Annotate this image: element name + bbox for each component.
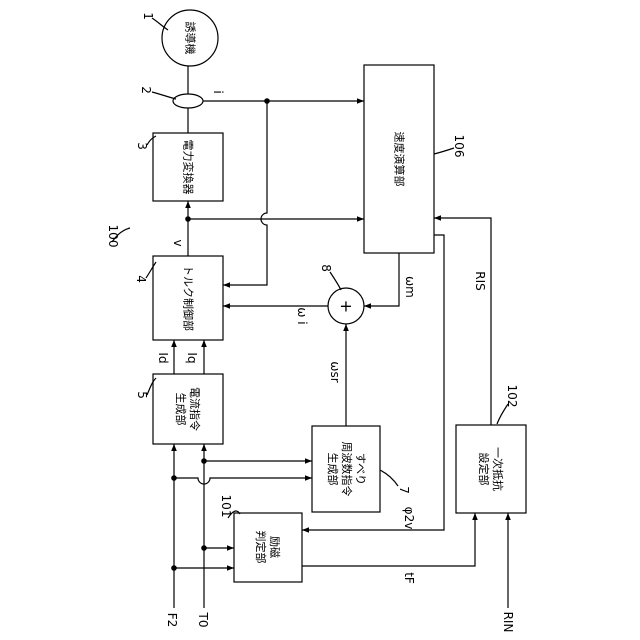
ref-sensor: 2 (139, 86, 153, 94)
slip-frequency-label-3: 生成部 (326, 453, 340, 486)
leader-sensor (152, 92, 176, 99)
signal-phi2v: φ2v (402, 507, 416, 530)
current-command-block (153, 374, 223, 444)
ref-excitation: 101 (219, 495, 233, 518)
ref-speed: 106 (452, 135, 466, 158)
ref-converter: 3 (135, 142, 149, 150)
line-tf (302, 513, 475, 566)
leader-slip (380, 470, 398, 486)
primary-resistance-block (456, 425, 526, 513)
input-t0: T0 (196, 612, 210, 628)
signal-omega-m: ωm (403, 276, 417, 298)
excitation-judge-label-2: 判定部 (254, 531, 268, 564)
slip-frequency-label-2: 周波数指令 (340, 442, 354, 497)
ref-motor: 1 (141, 12, 155, 20)
input-f2: F2 (165, 613, 179, 628)
ref-slip: 7 (397, 486, 411, 494)
signal-iq: Iq (185, 352, 199, 363)
line-i-feedback (223, 101, 267, 285)
induction-motor-label: 誘導機 (184, 22, 198, 55)
adder-plus: + (339, 297, 352, 316)
excitation-judge-block (234, 513, 302, 582)
ref-adder: 8 (319, 264, 333, 272)
line-ris (434, 218, 491, 425)
ref-current: 5 (135, 391, 149, 399)
ref-torque: 4 (134, 275, 148, 283)
signal-tf: tF (402, 572, 416, 584)
signal-v: v (171, 239, 185, 246)
signal-ris: RIS (473, 271, 487, 291)
signal-i: i (211, 90, 225, 93)
leader-adder (330, 272, 341, 290)
ref-system: 100 (106, 225, 120, 248)
speed-calc-label: 速度演算部 (393, 132, 407, 187)
primary-resistance-label-1: 一次抵抗 (491, 447, 505, 491)
signal-omega-sr: ωsr (328, 361, 342, 382)
line-omega-m (364, 253, 399, 306)
current-sensor (173, 94, 203, 108)
excitation-judge-label-1: 励磁 (268, 536, 281, 558)
current-command-label-2: 生成部 (174, 393, 188, 426)
power-converter-label: 電力変換器 (182, 140, 196, 195)
slip-frequency-label-1: すべり (354, 453, 367, 485)
signal-id: Id (156, 352, 170, 363)
signal-omega-i: ω i (295, 307, 309, 324)
primary-resistance-label-2: 設定部 (477, 453, 491, 486)
ref-resistance: 102 (505, 385, 519, 408)
torque-controller-label: トルク制御部 (182, 265, 196, 331)
line-f2-slip (174, 478, 312, 484)
leader-speed (434, 148, 454, 154)
input-rin: RIN (501, 612, 515, 633)
junction-t0-exc (201, 545, 207, 551)
current-command-label-1: 電流指令 (188, 387, 202, 431)
